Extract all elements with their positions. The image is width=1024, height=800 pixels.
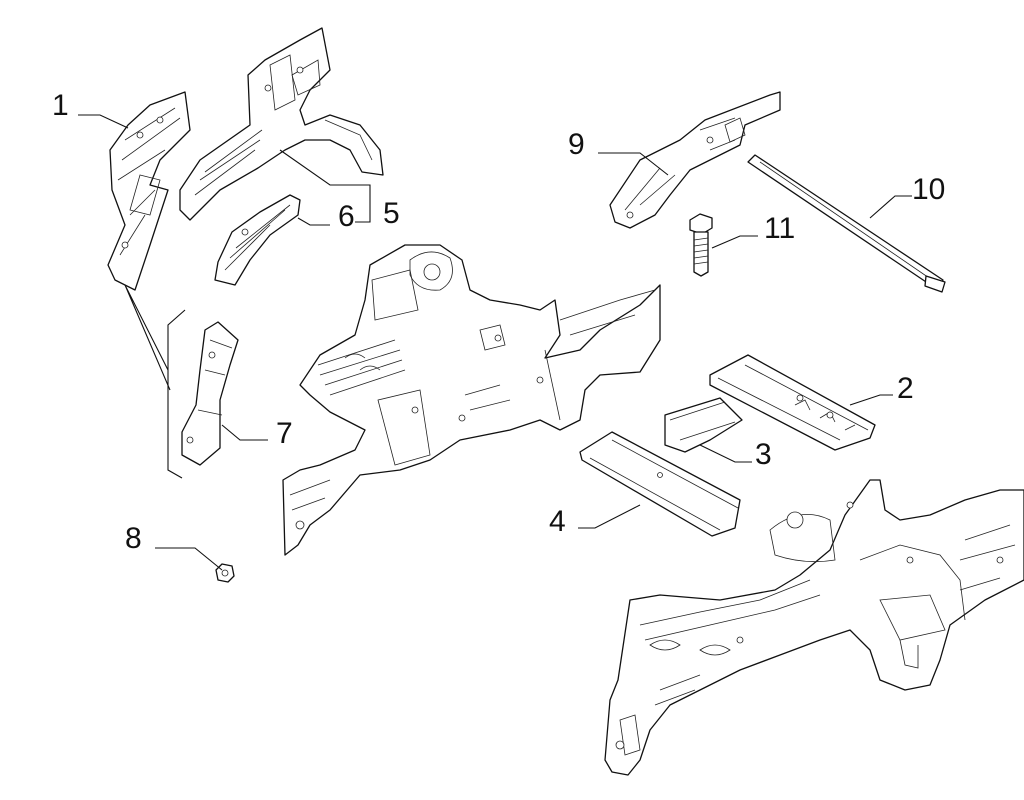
leader-6	[297, 217, 330, 226]
leader-10	[869, 195, 912, 219]
leader-3	[699, 444, 752, 463]
callout-5: 5	[383, 197, 400, 230]
part-1-pillar-reinforcement	[107, 91, 191, 291]
callout-3: 3	[755, 438, 772, 471]
bracket-part-1-to-7	[124, 284, 186, 479]
callout-6: 6	[338, 200, 355, 233]
part-3-small-channel	[664, 397, 743, 453]
callout-8: 8	[125, 522, 142, 555]
callout-4: 4	[549, 505, 566, 538]
callout-10: 10	[912, 173, 945, 206]
front-floor-frame-assembly	[282, 244, 661, 556]
callout-1: 1	[52, 89, 69, 122]
leader-2	[849, 394, 893, 406]
leader-11	[711, 235, 758, 249]
leader-8	[155, 547, 223, 571]
part-4-long-channel	[579, 431, 741, 537]
callout-labels: 1 2 3 4 5 6 7 8 9 10 11	[52, 89, 945, 555]
part-2-floor-rail	[709, 354, 876, 451]
callout-9: 9	[568, 128, 585, 161]
rear-chassis-assembly	[604, 479, 1024, 776]
callout-11: 11	[764, 212, 795, 245]
part-7-front-frame-member	[181, 321, 239, 466]
leader-9	[598, 152, 669, 176]
part-5-wheelhouse	[179, 27, 384, 221]
leader-7	[221, 424, 268, 441]
leader-4	[578, 504, 641, 529]
leader-1	[78, 114, 129, 129]
part-10-tie-bar	[747, 154, 946, 293]
callout-7: 7	[276, 417, 293, 450]
part-11-bolt	[689, 213, 713, 277]
part-9-crossmember-bracket	[609, 91, 781, 229]
leader-5	[279, 149, 371, 223]
callout-2: 2	[897, 372, 914, 405]
leader-lines	[78, 114, 912, 571]
part-6-wheelhouse-inner-panel	[214, 194, 301, 286]
